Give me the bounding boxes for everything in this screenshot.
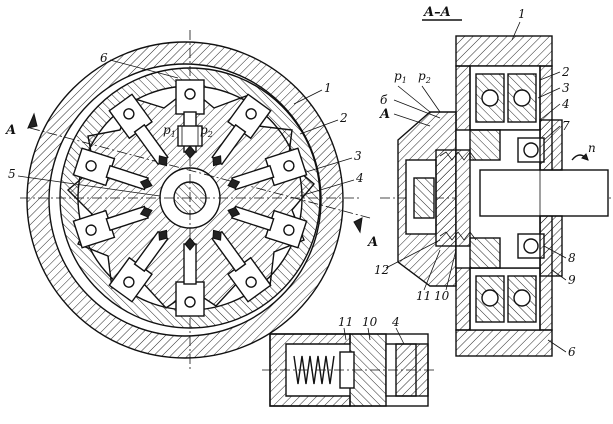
front-view: A A p1 p2 6 1 2 3 4 5: [4, 30, 378, 370]
letter-b: б: [380, 93, 388, 107]
piston: [227, 147, 308, 191]
shaft: [479, 169, 609, 217]
callout-1: 1: [324, 81, 332, 95]
sec-callout-3: 3: [562, 81, 570, 95]
piston: [108, 93, 169, 167]
pressure-label-1: p1: [163, 123, 176, 139]
housing-bottom: [455, 329, 553, 357]
piston: [72, 205, 153, 249]
callout-5: 5: [8, 167, 16, 181]
rotation-label: n: [588, 141, 596, 155]
callout-2: 2: [339, 111, 348, 125]
sec-callout-12: 12: [374, 263, 389, 277]
sec-callout-6: 6: [568, 345, 576, 359]
section-mark-side: A: [378, 107, 390, 122]
housing-top: [455, 35, 553, 67]
det-callout-10: 10: [362, 315, 378, 329]
pressure-label-2: p2: [200, 123, 213, 139]
section-arrow-right: [353, 217, 363, 234]
piston: [211, 93, 272, 167]
sec-callout-10: 10: [434, 289, 450, 303]
distributor-port: [177, 125, 203, 147]
det-callout-4: 4: [391, 315, 400, 329]
detail-view: 11 10 4: [262, 315, 436, 407]
callouts-section: 1 2 3 4 7 8 9 6 12 11 10: [374, 7, 576, 359]
section-view: A–A: [374, 5, 612, 359]
piston: [175, 237, 205, 317]
section-arrow-left: [27, 112, 38, 129]
sec-callout-11: 11: [416, 289, 431, 303]
section-line: [29, 127, 371, 219]
sec-callout-1: 1: [518, 7, 526, 21]
piston: [108, 229, 169, 303]
section-pressure-2: p2: [418, 69, 431, 85]
section-title: A–A: [422, 5, 451, 20]
det-callout-11: 11: [338, 315, 353, 329]
sec-callout-8: 8: [568, 251, 576, 265]
pistons: [72, 79, 308, 317]
sec-callout-9: 9: [568, 273, 576, 287]
callouts-front: 6 1 2 3 4 5: [8, 51, 364, 197]
sec-callout-7: 7: [562, 119, 570, 133]
piston: [211, 229, 272, 303]
callout-6: 6: [100, 51, 108, 65]
section-pressure-1: p1: [394, 69, 407, 85]
section-mark-right: A: [366, 235, 378, 250]
detail-spring: [293, 355, 335, 385]
sec-callout-2: 2: [561, 65, 570, 79]
sec-callout-4: 4: [561, 97, 570, 111]
piston: [72, 147, 153, 191]
piston: [227, 205, 308, 249]
section-mark-left: A: [4, 123, 16, 138]
callout-3: 3: [354, 149, 362, 163]
callout-4: 4: [355, 171, 364, 185]
